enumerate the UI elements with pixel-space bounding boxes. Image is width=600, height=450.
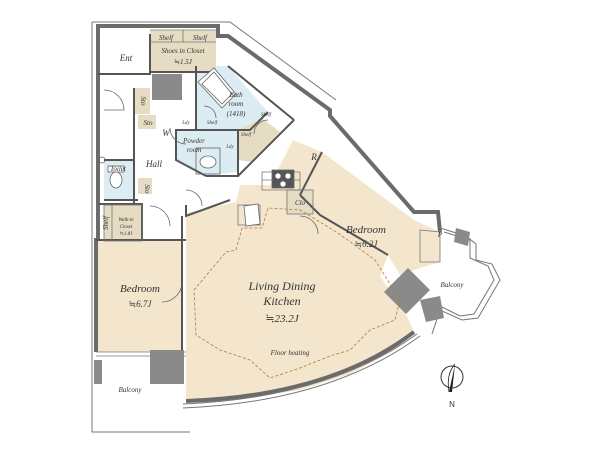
label-wash-shelf: Shelf [241, 133, 252, 138]
label-powder-1: Powder [182, 137, 205, 145]
sto-area-3 [138, 178, 152, 194]
sto-area-1 [134, 88, 150, 114]
outer-thin-walls [91, 21, 501, 433]
label-balcony-left: Balcony [119, 386, 143, 394]
label-ldk-2: Kitchen [262, 294, 300, 308]
label-closet: Clo [295, 199, 306, 207]
compass-icon [440, 363, 464, 393]
floor-heating-boundary [193, 207, 401, 379]
label-shoes-closet: Shoes in Closet [161, 47, 205, 55]
label-laundry-1: Ldy [181, 121, 190, 126]
label-wic-1: Walk-in [118, 218, 134, 223]
label-hall: Hall [145, 159, 163, 169]
label-shelf-bath: Shelf [261, 113, 272, 118]
column-balcony-left [94, 360, 102, 384]
fixtures [98, 67, 295, 227]
compass-north-label: N [449, 400, 455, 409]
bedroom-left-area [96, 239, 182, 352]
label-ldk-1: Living Dining [247, 279, 315, 293]
column-bottom-left [150, 350, 184, 384]
column-top [152, 74, 182, 100]
label-sto-1: Sto [139, 97, 147, 106]
label-shelf-wic: Shelf [102, 215, 110, 230]
label-bath-1: Bath [229, 91, 243, 99]
label-shelf-2: Shelf [193, 34, 208, 42]
label-toilet: Toilet [110, 165, 127, 173]
door-swings [103, 89, 319, 303]
label-shelf-1: Shelf [159, 34, 174, 42]
label-balcony-right: Balcony [441, 281, 465, 289]
label-wic-3: ≒1.8J [120, 231, 133, 237]
label-wic-2: Closet [120, 225, 133, 230]
column-right [384, 268, 430, 314]
label-bedroom-left-size: ≒6.7J [129, 299, 153, 309]
label-pipe-space: P [437, 231, 443, 239]
label-powder-2: room [187, 146, 202, 154]
label-bedroom-right: Bedroom [346, 224, 386, 236]
label-shoes-closet-size: ≒1.5J [174, 58, 193, 66]
sto-area-2 [138, 115, 156, 129]
label-bath-size: (1418) [227, 110, 246, 118]
label-bedroom-right-size: ≒6.2J [355, 239, 379, 249]
wic-area [104, 205, 142, 241]
label-floor-heating: Floor heating [270, 349, 310, 357]
powder-area [176, 130, 238, 176]
label-entrance: Ent [119, 53, 133, 63]
label-ldk-size: ≒23.2J [265, 313, 299, 325]
interior-walls [96, 34, 389, 350]
label-shelf-powder: Shelf [207, 121, 218, 126]
column-balcony-right [420, 296, 444, 322]
label-bedroom-left: Bedroom [120, 283, 160, 295]
column-far-right [454, 228, 470, 246]
label-washer: W [162, 128, 171, 138]
label-sto-3: Sto [143, 185, 151, 194]
label-sto-2: Sto [144, 119, 153, 127]
label-refrigerator: R [310, 152, 317, 162]
label-bath-2: room [229, 100, 244, 108]
bedroom-right-area [300, 152, 440, 275]
label-laundry-2: Ldy [225, 145, 234, 150]
